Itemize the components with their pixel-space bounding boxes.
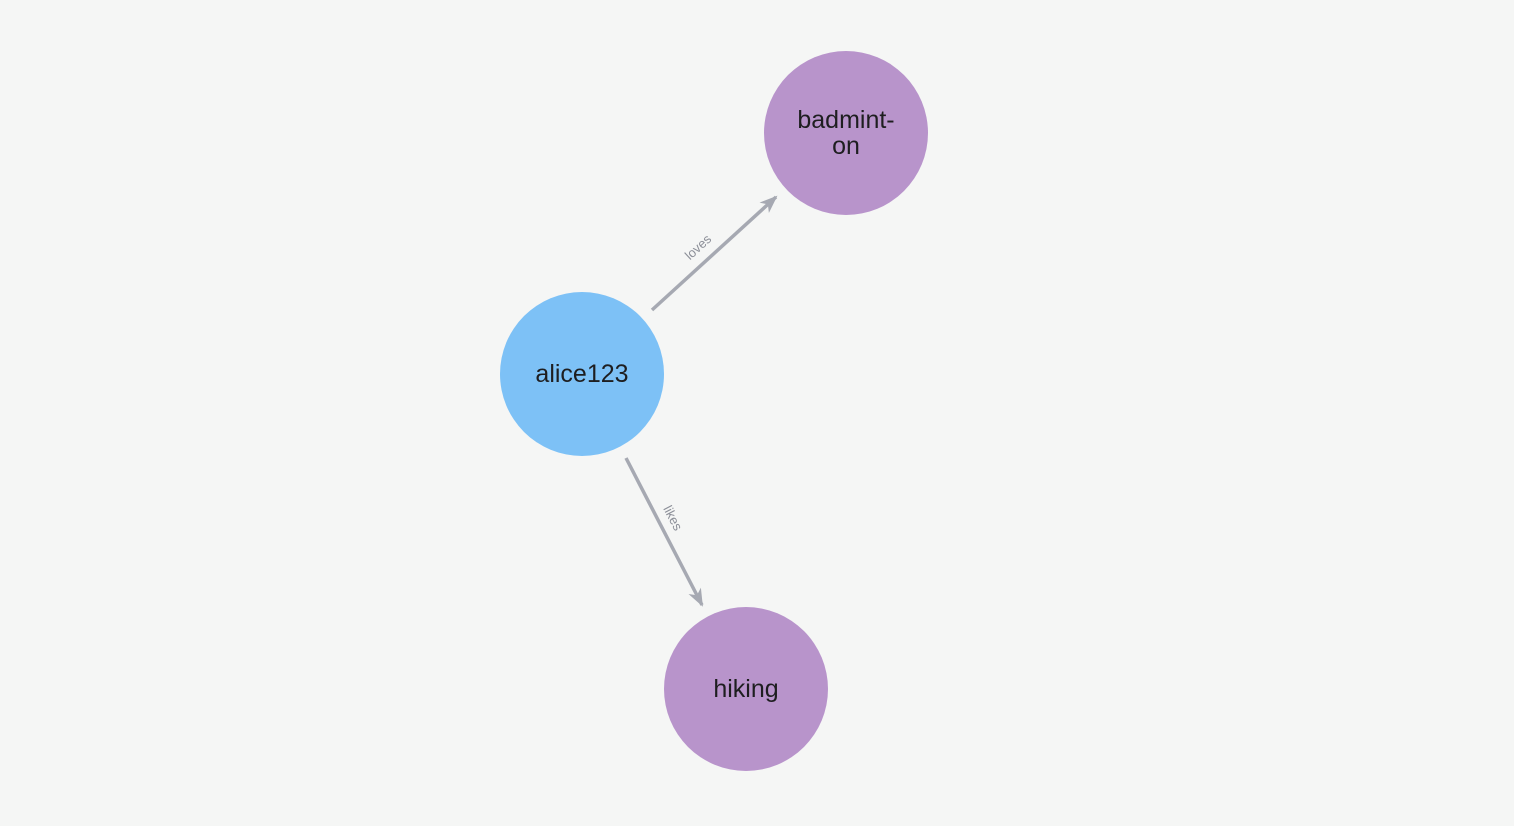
node-label-line2: on (832, 132, 860, 160)
node-badminton[interactable]: badmint- on (764, 51, 928, 215)
node-label: hiking (713, 674, 779, 703)
node-label: alice123 (535, 359, 629, 388)
node-hiking[interactable]: hiking (664, 607, 828, 771)
edge-loves-line[interactable] (650, 195, 778, 312)
node-label-line1: badmint- (797, 105, 895, 134)
node-alice123[interactable]: alice123 (500, 292, 664, 456)
edge-likes-line[interactable] (624, 457, 704, 607)
